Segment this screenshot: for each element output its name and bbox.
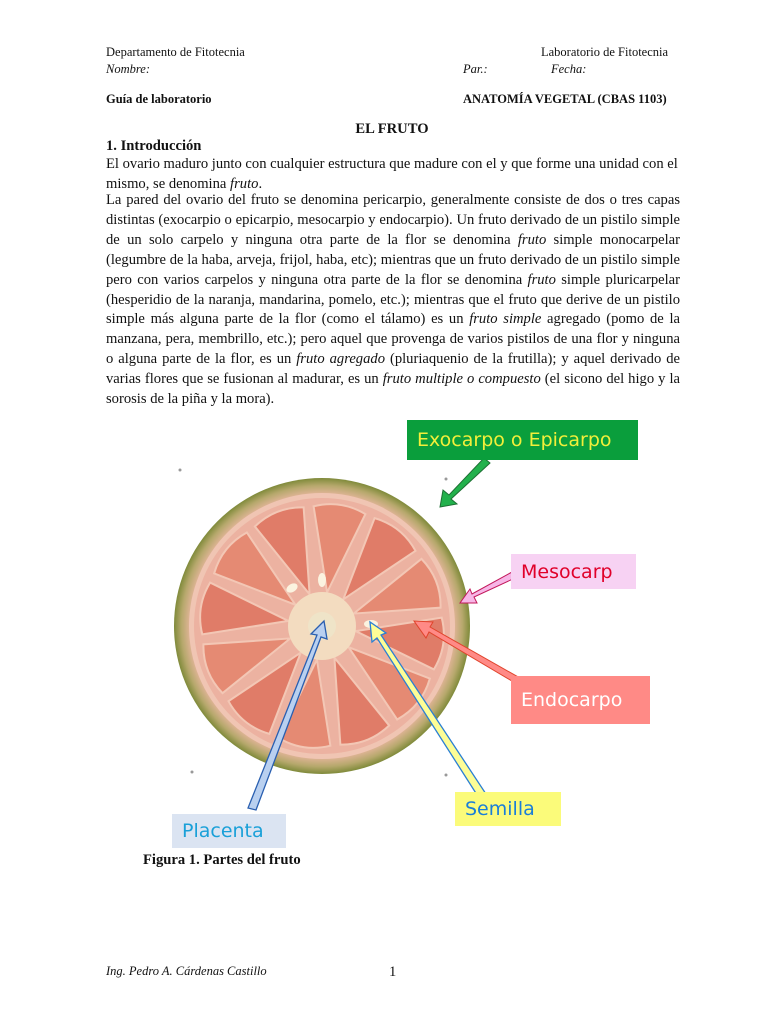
fruit-segment: [199, 581, 292, 636]
fruit-segments: [199, 503, 445, 749]
section-heading: 1. Introducción: [106, 138, 202, 154]
label-exocarpo: Exocarpo o Epicarpo: [407, 420, 638, 460]
page-number: 1: [389, 964, 397, 980]
fruit-segment: [253, 506, 311, 598]
document-title: EL FRUTO: [355, 121, 429, 137]
fruit-segment: [341, 516, 417, 603]
seed: [318, 573, 326, 587]
name-field-label: Nombre:: [106, 62, 150, 76]
course-title: ANATOMÍA VEGETAL (CBAS 1103): [463, 92, 667, 106]
lab-name: Laboratorio de Fitotecnia: [541, 45, 669, 59]
placenta-arrow: [247, 619, 328, 811]
exocarpo-arrow: [439, 457, 491, 508]
figure-caption: Figura 1. Partes del fruto: [143, 852, 301, 868]
label-mesocarp: Mesocarp: [511, 554, 636, 589]
fruit-cross-section-figure: [174, 457, 521, 811]
fruit-segment: [333, 654, 391, 746]
date-field-label: Fecha:: [551, 62, 587, 76]
label-placenta: Placenta: [172, 814, 286, 848]
term-fruto: fruto: [230, 175, 259, 192]
fruit-segment: [212, 531, 299, 607]
par-field-label: Par.:: [463, 62, 488, 76]
label-endocarpo: Endocarpo: [511, 676, 650, 724]
fruit-segment: [312, 503, 367, 596]
intro-paragraph-1: El ovario maduro junto con cualquier est…: [106, 156, 678, 192]
fruit-segment: [350, 557, 442, 615]
seed: [286, 583, 298, 593]
endocarpo-arrow: [412, 620, 521, 685]
label-semilla: Semilla: [455, 792, 561, 826]
fruit-segment: [202, 637, 294, 695]
mesocarp-arrow: [459, 571, 516, 604]
department-name: Departamento de Fitotecnia: [106, 45, 245, 59]
intro-paragraph-2: La pared del ovario del fruto se denomin…: [106, 192, 680, 408]
guide-label: Guía de laboratorio: [106, 92, 212, 106]
semilla-arrow: [369, 620, 487, 799]
footer-author: Ing. Pedro A. Cárdenas Castillo: [106, 964, 267, 978]
fruit-segment: [227, 649, 303, 736]
